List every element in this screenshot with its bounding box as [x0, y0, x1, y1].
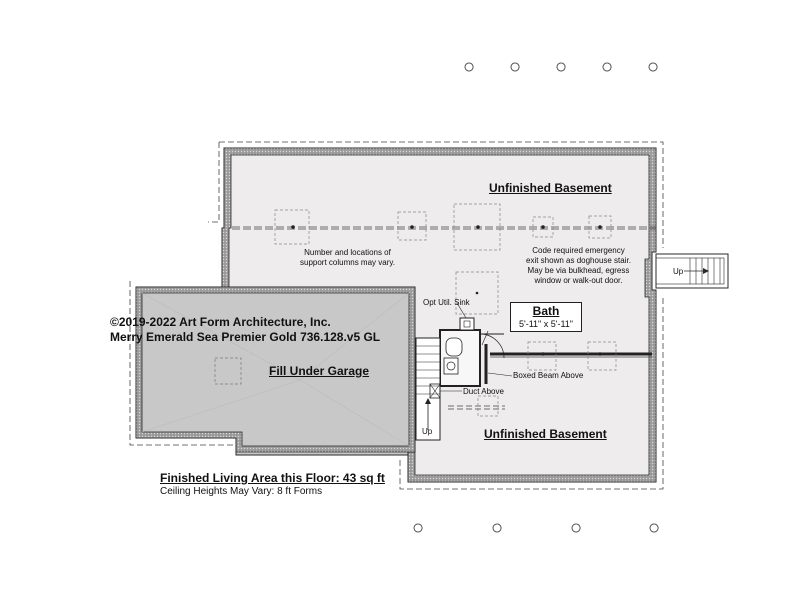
- interior-stair: [415, 337, 441, 441]
- egress-note-line-2: exit shown as doghouse stair.: [526, 256, 631, 265]
- egress-up-label: Up: [673, 267, 684, 276]
- columns-note: Number and locations of support columns …: [300, 248, 395, 268]
- egress-note-line-1: Code required emergency: [532, 246, 625, 255]
- room-label-basement-bottom: Unfinished Basement: [484, 427, 607, 441]
- beam-line: [232, 203, 656, 315]
- foundation-walls: [221, 147, 657, 483]
- egress-note: Code required emergency exit shown as do…: [526, 246, 631, 286]
- copyright-line: ©2019-2022 Art Form Architecture, Inc.: [110, 315, 331, 329]
- boxed-beam: [448, 341, 652, 417]
- boxed-beam-label: Boxed Beam Above: [513, 371, 584, 380]
- columns-note-line-1: Number and locations of: [304, 248, 391, 257]
- foundation-dashed-outline: [129, 141, 664, 490]
- bath-dimensions: 5'-11" x 5'-11": [518, 319, 574, 329]
- copyright-block: ©2019-2022 Art Form Architecture, Inc. M…: [110, 315, 380, 345]
- bath-room: [439, 317, 505, 387]
- egress-note-line-3: May be via bulkhead, egress: [527, 266, 630, 275]
- opt-util-sink-label: Opt Util. Sink: [423, 298, 470, 307]
- column-markers-top: [464, 62, 658, 72]
- stair-up-label: Up: [422, 427, 433, 436]
- egress-note-line-4: window or walk-out door.: [534, 276, 623, 285]
- garage-diagonal-lines: [141, 292, 410, 447]
- room-label-basement-top: Unfinished Basement: [489, 181, 612, 195]
- columns-note-line-2: support columns may vary.: [300, 258, 395, 267]
- duct-above-label: Duct Above: [463, 387, 504, 396]
- garage-pier: [214, 357, 242, 385]
- room-label-garage: Fill Under Garage: [269, 364, 370, 378]
- leader-lines: [440, 302, 513, 392]
- column-markers-bottom: [413, 523, 659, 533]
- ceiling-height-label: Ceiling Heights May Vary: 8 ft Forms: [160, 486, 323, 497]
- egress-stair: [655, 253, 729, 289]
- finished-area-label: Finished Living Area this Floor: 43 sq f…: [160, 471, 385, 485]
- plan-name-line: Merry Emerald Sea Premier Gold 736.128.v…: [110, 330, 381, 344]
- bath-label-box: Bath 5'-11" x 5'-11": [510, 302, 582, 332]
- bath-title: Bath: [532, 304, 560, 318]
